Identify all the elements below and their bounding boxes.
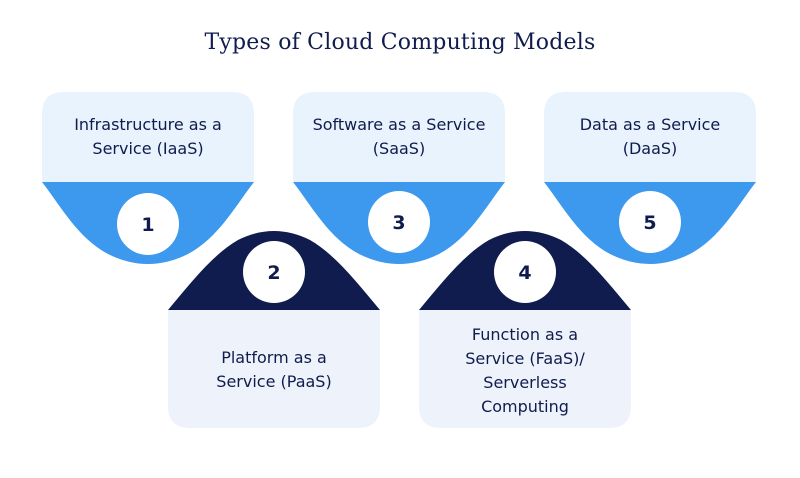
card-1-label: Infrastructure as a Service (IaaS): [42, 113, 254, 161]
card-3-label-line: (SaaS): [372, 139, 426, 158]
card-5: 5: [544, 92, 756, 264]
card-4-number-badge: [494, 241, 556, 303]
card-4-box: [419, 310, 631, 428]
card-2-number-badge: [243, 241, 305, 303]
card-2-number: 2: [267, 262, 280, 284]
card-3-number-badge: [368, 191, 430, 253]
card-4-label: Function as a Service (FaaS)/ Serverless…: [419, 323, 631, 419]
card-1: 1: [42, 92, 254, 264]
card-5-box: [544, 92, 756, 182]
card-3-label-line: Software as a Service: [312, 115, 486, 134]
card-2-label-line: Platform as a: [221, 348, 327, 367]
card-1-number: 1: [141, 214, 154, 236]
card-1-label-line: Infrastructure as a: [74, 115, 222, 134]
card-5-number: 5: [643, 212, 656, 234]
card-2-label-line: Service (PaaS): [216, 372, 332, 391]
card-5-label-line: Data as a Service: [579, 115, 721, 134]
card-3-number: 3: [392, 212, 405, 234]
card-4-number: 4: [518, 262, 531, 284]
card-5-label: Data as a Service (DaaS): [544, 113, 756, 161]
card-5-label-line: (DaaS): [622, 139, 678, 158]
card-2: 2: [168, 231, 380, 428]
card-4-label-line: Function as a: [471, 325, 579, 344]
diagram-title: Types of Cloud Computing Models: [204, 30, 596, 55]
card-3: 3: [293, 92, 505, 264]
card-4-label-line: Serverless: [483, 373, 567, 392]
card-1-number-badge: [117, 193, 179, 255]
card-1-label-line: Service (IaaS): [92, 139, 204, 158]
card-2-box: [168, 310, 380, 428]
card-3-box: [293, 92, 505, 182]
card-1-box: [42, 92, 254, 182]
card-2-label: Platform as a Service (PaaS): [168, 346, 380, 394]
card-4-label-line: Computing: [481, 397, 569, 416]
card-4: 4: [419, 231, 631, 428]
card-3-label: Software as a Service (SaaS): [293, 113, 505, 161]
card-5-number-badge: [619, 191, 681, 253]
card-4-label-line: Service (FaaS)/: [465, 349, 585, 368]
